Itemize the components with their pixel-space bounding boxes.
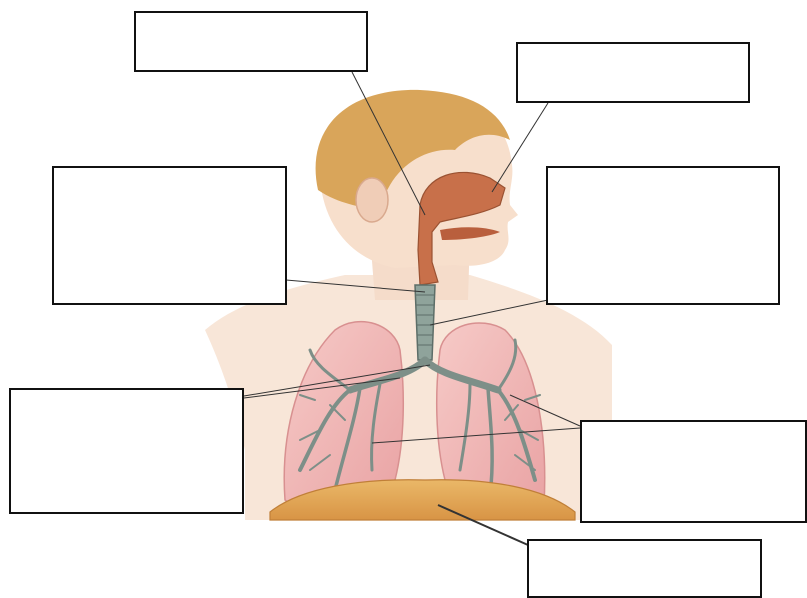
label-box-bottom[interactable] <box>527 539 762 598</box>
label-box-mid-left[interactable] <box>52 166 287 305</box>
label-box-top-center[interactable] <box>134 11 368 72</box>
label-text <box>518 44 748 56</box>
label-text <box>529 541 760 553</box>
label-text <box>582 422 805 434</box>
label-text <box>11 390 242 402</box>
trachea <box>415 285 435 360</box>
label-box-top-right[interactable] <box>516 42 750 103</box>
label-box-lower-right[interactable] <box>580 420 807 523</box>
label-box-mid-right[interactable] <box>546 166 780 305</box>
label-box-lower-left[interactable] <box>9 388 244 514</box>
ear <box>356 178 388 222</box>
label-text <box>136 13 366 25</box>
label-text <box>548 168 778 180</box>
label-text <box>54 168 285 180</box>
